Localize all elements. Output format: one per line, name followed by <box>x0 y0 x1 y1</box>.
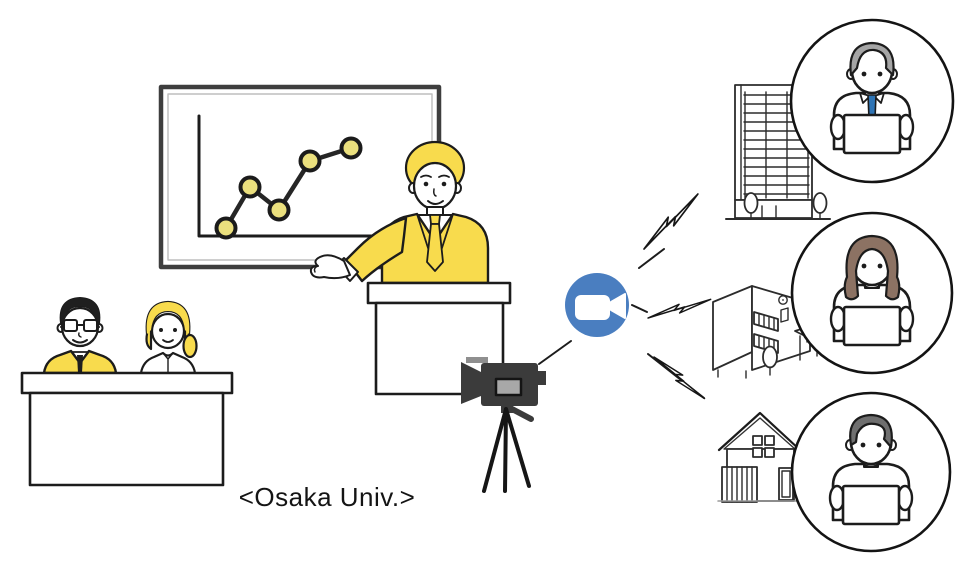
house-roof <box>717 411 802 452</box>
remote-participant-office <box>789 18 955 184</box>
lightning-bolt-icon <box>631 193 711 250</box>
desk-body <box>28 391 225 487</box>
line-chart <box>214 136 363 240</box>
presenter-tie-knot <box>429 214 441 225</box>
school-building <box>712 285 830 379</box>
laptop-icon <box>829 113 915 155</box>
school-windows-row1 <box>753 311 779 332</box>
panel-man-hair-top <box>60 298 100 323</box>
tower-floors <box>743 94 810 195</box>
lightning-bolt-icon <box>647 290 712 328</box>
panel-man-tie <box>77 355 83 373</box>
presenter-face <box>412 161 458 211</box>
whiteboard <box>158 84 442 270</box>
chart-data-point <box>267 198 291 222</box>
tree-icon <box>762 345 778 369</box>
participant-hair-gray <box>849 41 895 77</box>
chart-data-point <box>339 136 363 160</box>
camera-top-bar <box>466 357 488 363</box>
tripod-handle <box>509 406 534 422</box>
tree-icon <box>812 192 828 214</box>
presenter-smile <box>427 200 444 205</box>
chart-data-point <box>298 149 322 173</box>
panel-woman-smile <box>162 339 174 343</box>
camera-lens <box>461 362 481 404</box>
chart-axes <box>197 114 380 238</box>
panel-man-jacket <box>42 349 118 375</box>
clock-icon <box>778 295 788 305</box>
remote-participant-home <box>790 391 952 553</box>
panel-man-smile <box>72 339 88 344</box>
panel-man <box>42 297 118 375</box>
tripod-legs <box>482 407 531 493</box>
line-zoom-to-office <box>638 248 665 269</box>
panel-woman-fringe <box>146 302 190 334</box>
zoom-camera-horn <box>610 293 626 319</box>
chart-data-point <box>238 175 262 199</box>
podium-top <box>366 281 512 305</box>
zoom-video-icon <box>565 273 629 337</box>
site-caption: <Osaka Univ.> <box>238 482 416 512</box>
presenter-tie <box>426 223 444 272</box>
presenter <box>309 140 490 285</box>
house <box>717 411 803 503</box>
remote-participant-school <box>790 211 954 375</box>
neckline <box>862 284 882 289</box>
presenter-fringe <box>414 153 456 176</box>
tree-icon <box>743 192 759 214</box>
lightning-bolt-icon <box>653 344 706 412</box>
panel-speakers <box>20 297 234 487</box>
panel-man-face <box>60 306 100 348</box>
video-camera-icon <box>461 357 546 493</box>
house-fence <box>721 466 758 503</box>
camera-screen <box>494 377 523 397</box>
panel-woman-face <box>150 312 186 350</box>
laptop-icon <box>828 484 914 526</box>
participant-hair-dark <box>849 413 893 449</box>
presenter-arm <box>344 216 408 283</box>
desk-top <box>20 371 234 395</box>
presenter-hand <box>309 254 351 280</box>
zoom-camera-glyph <box>575 295 610 320</box>
panel-woman-ponytail <box>182 333 198 359</box>
signal-bolts <box>631 193 712 412</box>
line-camera-to-zoom <box>538 340 572 365</box>
line-zoom-to-school <box>631 304 648 313</box>
panel-woman <box>139 300 198 375</box>
school-left-face <box>712 285 753 371</box>
participant-hair-brown <box>843 234 901 301</box>
neckline <box>862 463 880 468</box>
chart-data-point <box>214 216 238 240</box>
tower-columns <box>744 91 809 199</box>
laptop-icon <box>829 305 915 347</box>
